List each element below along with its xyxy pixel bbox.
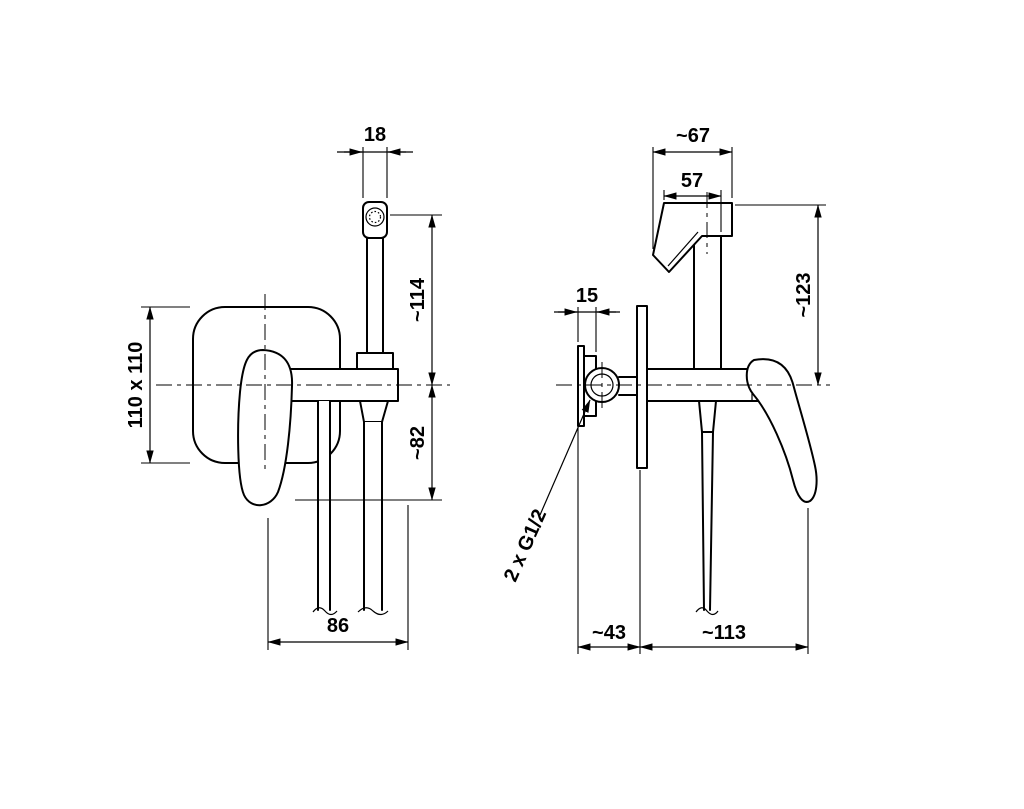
spray-face-line <box>667 231 699 267</box>
break-line <box>695 607 719 616</box>
shower-hose-side <box>695 400 719 616</box>
leader-line <box>539 399 591 516</box>
shower-holder-bracket <box>356 352 394 370</box>
dimension-inwall-depth: 15 <box>554 285 620 352</box>
dim-label-head-depth: 57 <box>681 170 703 192</box>
break-line <box>312 607 338 616</box>
inwall-fitting <box>577 345 638 427</box>
hose-connector <box>359 400 389 423</box>
wall-plate <box>636 305 648 469</box>
hose-body <box>318 401 330 612</box>
thread-callout: 2 x G1/2 <box>500 399 591 585</box>
dimension-wall-offset: ~43 <box>577 428 641 654</box>
dim-label-plate-size: 110 x 110 <box>125 342 147 429</box>
shower-holder-column <box>693 235 722 370</box>
dimension-overall-height: ~123 <box>735 204 826 386</box>
dim-label-upper-height: ~114 <box>407 277 429 322</box>
dim-label-head-overall: ~67 <box>676 125 710 147</box>
dimension-lower-height: ~82 <box>295 384 442 501</box>
spray-face-nozzles <box>368 210 382 224</box>
dim-label-overall-height: ~123 <box>793 272 815 317</box>
dimension-plate-size: 110 x 110 <box>125 306 190 464</box>
shower-hose-left <box>312 400 338 616</box>
front-view: 18 ~114 ~82 110 x 110 86 <box>125 124 450 650</box>
dimension-reach: ~113 <box>639 508 809 654</box>
hose-body <box>364 422 382 610</box>
hose-edge <box>709 431 714 611</box>
dimension-upper-height: ~114 <box>390 214 442 386</box>
hose-edge <box>701 431 705 611</box>
dim-label-inwall-depth: 15 <box>576 285 598 307</box>
dim-label-lower-height: ~82 <box>407 426 429 460</box>
hose-connector <box>698 400 717 433</box>
dimension-head-depth: 57 <box>663 170 722 232</box>
spray-face <box>365 207 385 227</box>
hand-shower-wand <box>366 237 384 354</box>
side-view: ~67 57 15 ~123 2 x G1/2 <box>500 125 830 654</box>
dim-label-reach: ~113 <box>702 622 746 644</box>
dimension-spray-width: 18 <box>337 124 413 198</box>
dim-label-wall-offset: ~43 <box>592 622 626 644</box>
thread-label: 2 x G1/2 <box>500 506 551 585</box>
break-line <box>357 607 389 616</box>
dim-label-hose-offset: 86 <box>327 615 349 637</box>
dimension-hose-offset: 86 <box>267 505 409 650</box>
lever-handle-side <box>745 358 818 503</box>
dimension-head-overall: ~67 <box>652 125 733 249</box>
shower-hose-right <box>357 400 389 616</box>
dim-label-spray-width: 18 <box>364 124 386 146</box>
